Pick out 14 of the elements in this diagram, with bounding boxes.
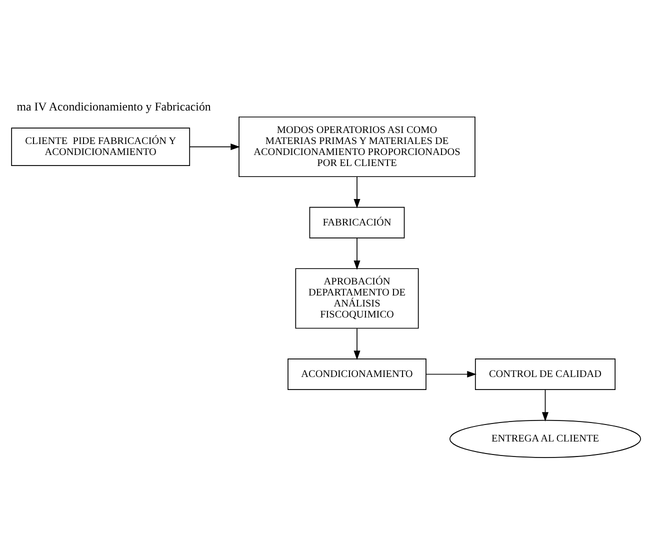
arrow (354, 328, 360, 360)
node-box: APROBACIÓN DEPARTAMENTO DE ANÁLISIS FISCOQUIMICO (295, 268, 419, 329)
node-box: FABRICACIÓN (309, 206, 405, 238)
arrow (426, 370, 476, 378)
node-box: ACONDICIONAMIENTO (288, 358, 426, 390)
node-ellipse: ENTREGA AL CLIENTE (449, 420, 642, 458)
diagram-title: ma IV Acondicionamiento y Fabricación (16, 99, 211, 114)
arrow (354, 176, 360, 208)
node-box: MODOS OPERATORIOS ASI COMO MATERIAS PRIMAS Y MATERIALES DE ACONDICIONAMIENTO PROPORCIONADOS POR EL CLIENTE (238, 116, 476, 178)
arrow (542, 389, 549, 422)
arrow (189, 144, 240, 150)
node-box: CONTROL DE CALIDAD (474, 358, 616, 390)
arrow (354, 238, 360, 270)
node-box: CLIENTE PIDE FABRICACIÓN Y ACONDICIONAMIENTO (11, 128, 190, 166)
